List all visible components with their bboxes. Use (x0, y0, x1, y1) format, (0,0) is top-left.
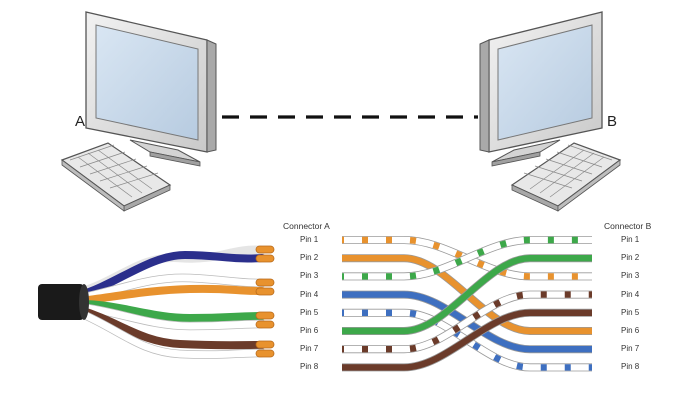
monitor-icon (85, 11, 217, 167)
cable-wires (75, 245, 267, 359)
connector-a-pin-5-label: Pin 5 (300, 307, 319, 317)
computer-a-label: A (75, 113, 86, 130)
cable-jacket (38, 284, 84, 320)
connector-b-pin-5-label: Pin 5 (621, 307, 640, 317)
connector-a-pin-3-label: Pin 3 (300, 271, 319, 281)
computer-a (60, 11, 217, 212)
connector-a-pin-8-label: Pin 8 (300, 362, 319, 372)
wire-pin7-to-pin4 (342, 290, 592, 354)
connector-a-pin-7-label: Pin 7 (300, 344, 319, 354)
connector-b-pin-6-label: Pin 6 (621, 326, 640, 335)
computer-b-label: B (607, 113, 618, 130)
wire-ends (255, 245, 275, 358)
wire-pin6-to-pin2 (342, 254, 592, 335)
connector-b-pin-4-label: Pin 4 (621, 289, 640, 299)
connector-a-pin-6-label: Pin 6 (300, 326, 319, 335)
wire-pin3-to-pin1 (342, 236, 592, 281)
cable-illustration (38, 245, 275, 359)
keyboard-icon (510, 142, 622, 212)
connector-a-title: Connector A (283, 221, 330, 231)
connector-b-pin-3-label: Pin 3 (621, 271, 640, 281)
connector-b-pin-7-label: Pin 7 (621, 344, 640, 354)
connector-a-pin-1-label: Pin 1 (300, 235, 319, 244)
monitor-icon (479, 11, 603, 167)
connector-b-title: Connector B (604, 221, 652, 231)
crossover-wires (342, 236, 592, 372)
connector-b-pin-2-label: Pin 2 (621, 253, 640, 263)
connector-a-pin-4-label: Pin 4 (300, 289, 319, 299)
connector-b-pin-1-label: Pin 1 (621, 235, 640, 244)
wire-pin8-to-pin5 (342, 308, 592, 372)
connector-b-pin-8-label: Pin 8 (621, 362, 640, 372)
connector-a-pin-2-label: Pin 2 (300, 253, 319, 263)
keyboard-icon (60, 142, 172, 212)
computer-b (479, 11, 622, 212)
